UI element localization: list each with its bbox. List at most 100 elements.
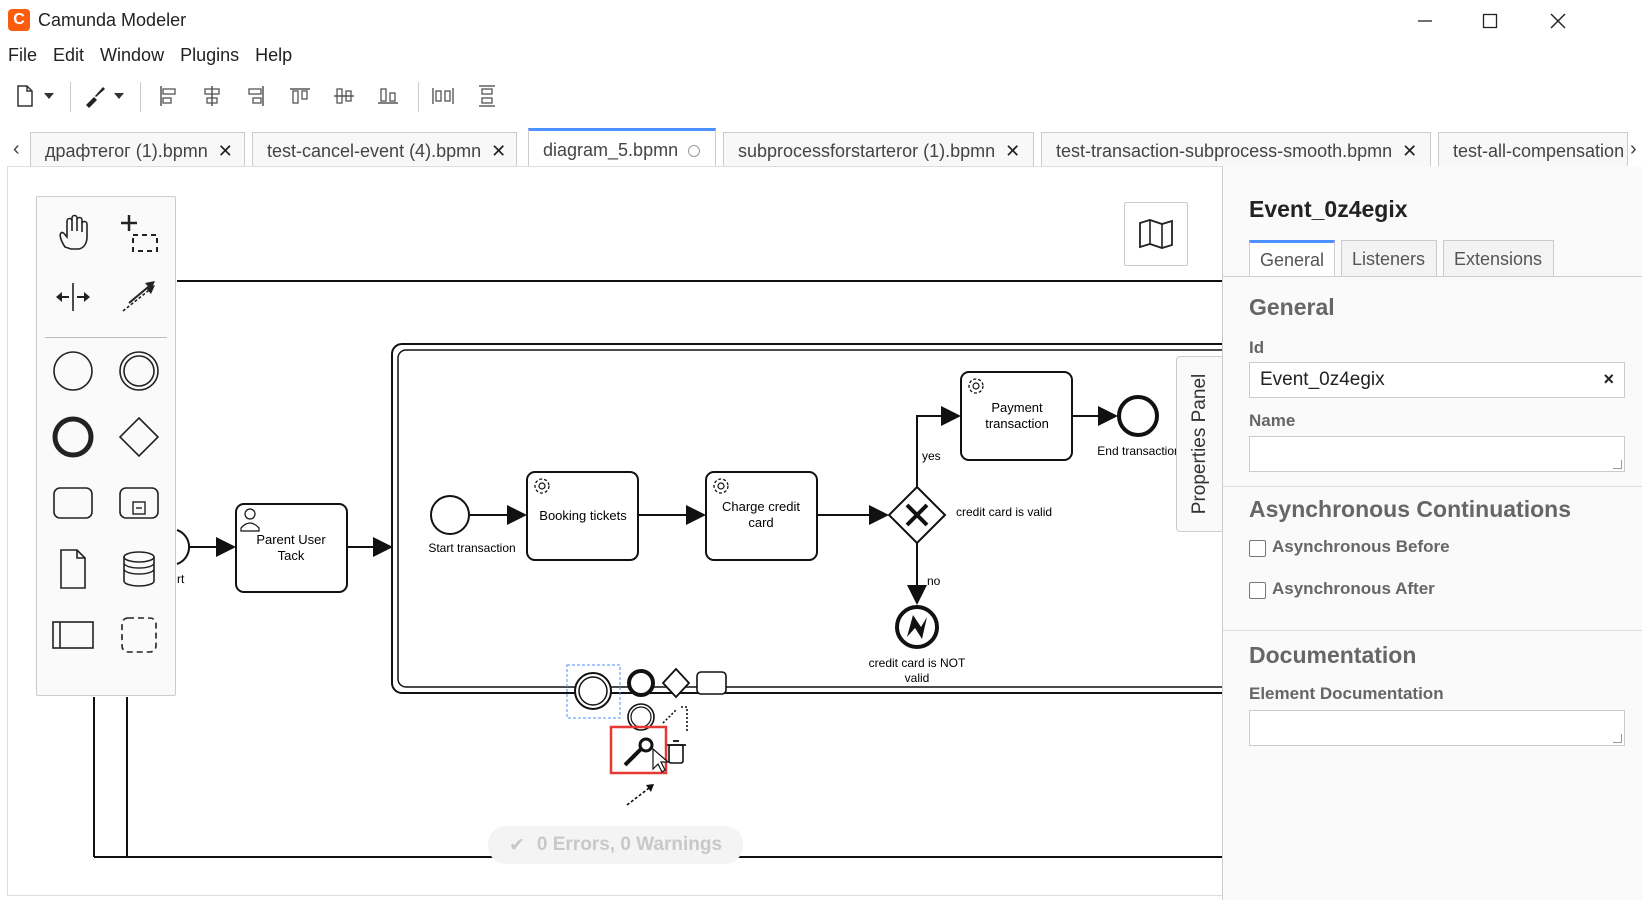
create-data-store[interactable] [113, 543, 165, 595]
append-end-event-icon[interactable] [627, 669, 655, 697]
id-input[interactable]: Event_0z4egix × [1249, 362, 1625, 398]
name-textarea[interactable] [1249, 436, 1625, 472]
tab-close-icon[interactable]: ✕ [491, 141, 507, 161]
hand-tool[interactable] [47, 207, 99, 259]
mouse-cursor-icon [652, 747, 670, 773]
subprocess-icon [119, 487, 159, 519]
tab-extensions[interactable]: Extensions [1443, 240, 1554, 277]
service-task-booking[interactable]: Booking tickets [526, 471, 639, 561]
tab-label: драфтегог (1).bpmn [45, 141, 208, 161]
tab-label: diagram_5.bpmn [543, 140, 679, 160]
close-window-button[interactable] [1528, 4, 1588, 38]
checkbox-icon[interactable] [1249, 582, 1266, 599]
tab-file-1[interactable]: драфтегог (1).bpmn ✕ [30, 132, 245, 170]
intermediate-event-icon [119, 351, 159, 391]
documentation-textarea[interactable] [1249, 710, 1625, 746]
create-subprocess[interactable] [113, 477, 165, 529]
tab-listeners[interactable]: Listeners [1341, 240, 1437, 277]
distribute-horizontal-button[interactable] [428, 78, 458, 114]
append-task-icon[interactable] [696, 671, 727, 695]
user-icon [240, 508, 260, 532]
minimize-button[interactable] [1395, 4, 1455, 38]
color-button[interactable] [80, 78, 110, 114]
menu-plugins[interactable]: Plugins [180, 45, 240, 65]
lint-status-text: 0 Errors, 0 Warnings [536, 834, 723, 855]
create-gateway[interactable] [113, 411, 165, 463]
context-pad [609, 667, 727, 806]
tab-file-2[interactable]: test-cancel-event (4).bpmn ✕ [252, 132, 517, 170]
data-store-icon [123, 551, 155, 587]
distribute-vertical-button[interactable] [472, 78, 502, 114]
tab-label: test-cancel-event (4).bpmn [267, 141, 482, 161]
tab-close-icon[interactable]: ✕ [217, 141, 233, 161]
properties-panel-toggle[interactable]: Properties Panel [1176, 356, 1222, 532]
maximize-button[interactable] [1460, 4, 1520, 38]
async-before-checkbox[interactable]: Asynchronous Before [1249, 536, 1450, 557]
align-top-icon [290, 88, 310, 104]
text-annotation-icon[interactable] [662, 706, 688, 731]
sequence-flow-yes[interactable] [916, 406, 961, 487]
unsaved-indicator-icon [688, 144, 701, 157]
create-data-object[interactable] [47, 543, 99, 595]
exclusive-gateway[interactable]: credit card is valid [887, 485, 1052, 545]
start-event[interactable]: rt [176, 529, 191, 586]
create-pool[interactable] [47, 609, 99, 661]
async-after-checkbox[interactable]: Asynchronous After [1249, 578, 1435, 599]
append-intermediate-event-icon[interactable] [627, 703, 655, 731]
end-transaction-event[interactable]: End transaction [1097, 395, 1181, 458]
menu-window[interactable]: Window [100, 45, 165, 65]
align-top-button[interactable] [285, 78, 315, 114]
new-file-dropdown[interactable] [40, 78, 58, 114]
wrench-icon[interactable] [623, 737, 654, 767]
new-file-icon [17, 85, 33, 107]
minimap-toggle-button[interactable] [1124, 202, 1188, 266]
align-middle-button[interactable] [329, 78, 359, 114]
menu-edit[interactable]: Edit [53, 45, 85, 65]
tab-file-6[interactable]: test-all-compensation [1438, 132, 1628, 170]
create-start-event[interactable] [47, 345, 99, 397]
menu-help[interactable]: Help [255, 45, 293, 65]
color-dropdown[interactable] [110, 78, 128, 114]
create-task[interactable] [47, 477, 99, 529]
event-label: End transaction [1097, 444, 1180, 458]
tab-file-4[interactable]: subprocessforstarteror (1).bpmn ✕ [723, 132, 1034, 170]
create-end-event[interactable] [47, 411, 99, 463]
tab-close-icon[interactable]: ✕ [1402, 141, 1418, 161]
checkbox-icon[interactable] [1249, 540, 1266, 557]
toolbar-separator [140, 82, 141, 112]
chevron-down-icon [44, 93, 54, 99]
align-bottom-button[interactable] [373, 78, 403, 114]
tab-file-3-active[interactable]: diagram_5.bpmn [528, 128, 716, 170]
align-right-button[interactable] [241, 78, 271, 114]
new-file-button[interactable] [10, 78, 40, 114]
lint-status[interactable]: ✔ 0 Errors, 0 Warnings [488, 826, 743, 864]
tab-scroll-left-button[interactable]: ‹ [13, 138, 20, 160]
align-left-button[interactable] [153, 78, 183, 114]
tab-close-icon[interactable]: ✕ [1005, 141, 1021, 161]
menu-file[interactable]: File [8, 45, 38, 65]
global-connect-tool[interactable] [113, 271, 165, 323]
palette-separator [45, 337, 167, 338]
transaction-subprocess[interactable] [391, 343, 1227, 694]
tab-file-5[interactable]: test-transaction-subprocess-smooth.bpmn … [1041, 132, 1431, 170]
create-intermediate-event[interactable] [113, 345, 165, 397]
append-gateway-icon[interactable] [661, 667, 691, 699]
clear-id-button[interactable]: × [1603, 369, 1614, 389]
selected-boundary-event[interactable] [566, 664, 621, 719]
delete-trash-icon[interactable] [666, 740, 686, 764]
tool-palette [36, 196, 176, 696]
start-transaction-event[interactable]: Start transaction [428, 495, 516, 555]
tab-scroll-right-button[interactable]: › [1630, 138, 1637, 160]
lasso-tool[interactable] [113, 207, 165, 259]
space-tool[interactable] [47, 271, 99, 323]
create-group[interactable] [113, 609, 165, 661]
tab-general[interactable]: General [1249, 240, 1335, 277]
align-center-button[interactable] [197, 78, 227, 114]
